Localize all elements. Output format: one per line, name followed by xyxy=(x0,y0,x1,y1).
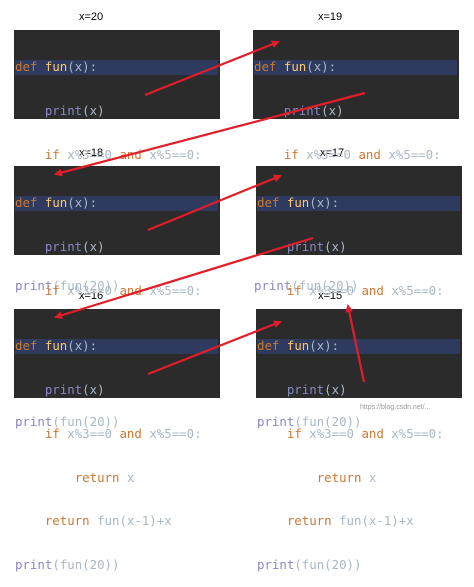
code-line-return-expr: return fun(x-1)+x xyxy=(44,513,172,529)
code-line-if: if x%3==0 and x%5==0: xyxy=(283,146,441,162)
code-line-print: print(x) xyxy=(44,381,105,397)
code-line-def: def fun(x): xyxy=(15,338,218,354)
code-line-def: def fun(x): xyxy=(257,195,460,211)
code-line-return-x: return x xyxy=(74,469,135,485)
watermark: https://blog.csdn.net/... xyxy=(360,404,431,411)
code-line-def: def fun(x): xyxy=(15,195,218,211)
code-line-return-expr: return fun(x-1)+x xyxy=(286,513,414,529)
code-line-call: print(fun(20)) xyxy=(257,557,362,573)
code-line-def: def fun(x): xyxy=(257,338,460,354)
label-x19: x=19 xyxy=(318,11,343,23)
code-line-print: print(x) xyxy=(44,238,105,254)
code-line-print: print(x) xyxy=(286,238,347,254)
code-block-x19: def fun(x): print(x) if x%3==0 and x%5==… xyxy=(253,30,459,293)
code-line-return-x: return x xyxy=(316,469,377,485)
code-line-print: print(x) xyxy=(286,381,347,397)
code-line-call: print(fun(20)) xyxy=(15,557,120,573)
label-x15: x=15 xyxy=(318,290,343,302)
code-line-if: if x%3==0 and x%5==0: xyxy=(286,282,444,298)
code-block-x16: def fun(x): print(x) if x%3==0 and x%5==… xyxy=(14,309,220,572)
code-line-def: def fun(x): xyxy=(15,59,218,75)
code-line-if: if x%3==0 and x%5==0: xyxy=(44,146,202,162)
code-line-if: if x%3==0 and x%5==0: xyxy=(44,425,202,441)
code-block-x17: def fun(x): print(x) if x%3==0 and x%5==… xyxy=(256,166,462,429)
code-line-print: print(x) xyxy=(44,102,105,118)
code-block-x18: def fun(x): print(x) if x%3==0 and x%5==… xyxy=(14,166,220,429)
label-x20: x=20 xyxy=(79,11,104,23)
code-line-print: print(x) xyxy=(283,102,344,118)
code-line-def: def fun(x): xyxy=(254,59,457,75)
code-line-if: if x%3==0 and x%5==0: xyxy=(286,425,444,441)
code-block-x20: def fun(x): print(x) if x%3==0 and x%5==… xyxy=(14,30,220,293)
code-block-x15: def fun(x): print(x) if x%3==0 and x%5==… xyxy=(256,309,462,572)
code-line-if: if x%3==0 and x%5==0: xyxy=(44,282,202,298)
